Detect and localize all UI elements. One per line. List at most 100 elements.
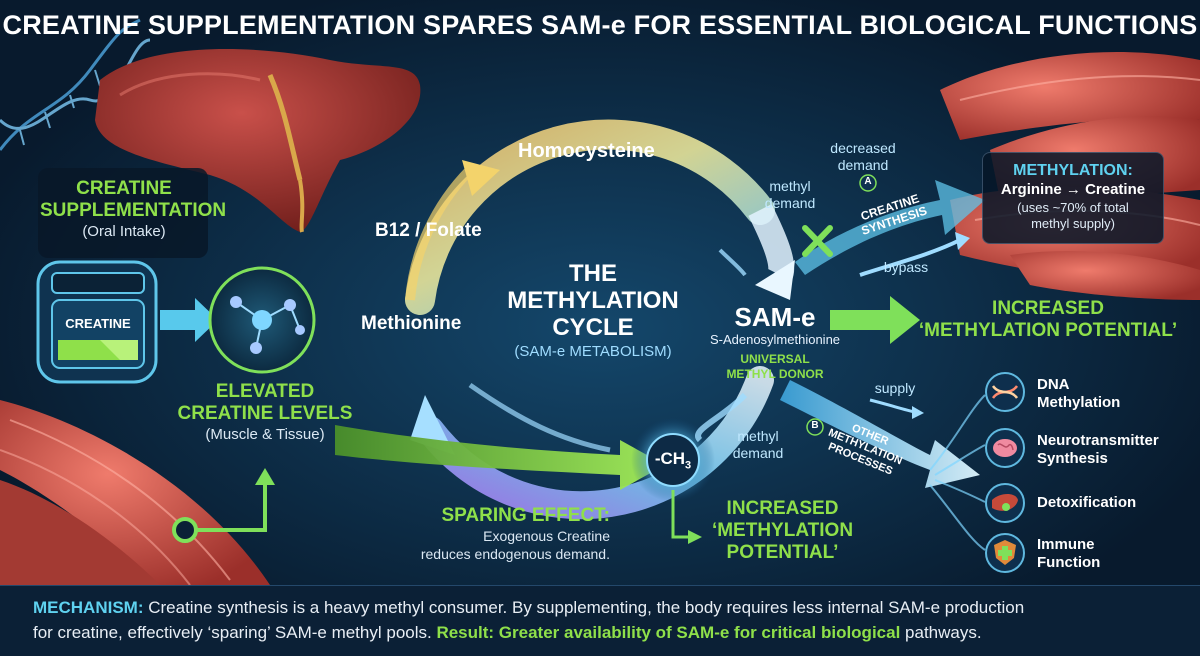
increased-bottom-line3: POTENTIAL’ bbox=[726, 542, 839, 563]
function-dna-line1: DNA bbox=[1037, 376, 1070, 393]
supplement-heading: CREATINE SUPPLEMENTATION (Oral Intake) bbox=[40, 178, 227, 242]
muscle-fibers-bottom-left bbox=[0, 400, 270, 586]
methylation-box: METHYLATION: Arginine → Creatine (uses ~… bbox=[982, 152, 1164, 244]
sparing-green-arrow bbox=[335, 425, 665, 490]
sparing-line2: reduces endogenous demand. bbox=[420, 546, 610, 562]
reaction-to: Creatine bbox=[1085, 181, 1146, 198]
methylation-heading: METHYLATION: bbox=[1013, 162, 1133, 179]
methylation-note-line2: methyl supply) bbox=[1031, 216, 1115, 231]
function-neurotransmitter: Neurotransmitter Synthesis bbox=[1037, 432, 1159, 468]
function-immune-line2: Function bbox=[1037, 554, 1101, 571]
sparing-effect: SPARING EFFECT: Exogenous Creatine reduc… bbox=[360, 505, 610, 563]
ch3-label: -CH3 bbox=[650, 449, 696, 471]
sparing-line1: Exogenous Creatine bbox=[483, 528, 610, 544]
sparing-heading: SPARING EFFECT: bbox=[441, 505, 610, 526]
decreased-demand-label: decreased demand bbox=[818, 140, 908, 174]
supplement-sub: (Oral Intake) bbox=[82, 223, 166, 240]
decreased-demand-line2: demand bbox=[837, 157, 889, 173]
supplement-heading-line1: CREATINE bbox=[76, 178, 172, 199]
brain-icon bbox=[993, 439, 1017, 457]
ch3-circle bbox=[646, 433, 700, 487]
same-block: SAM-e S-Adenosylmethionine UNIVERSAL MET… bbox=[700, 302, 850, 382]
marker-a-label: A bbox=[864, 176, 872, 187]
methylation-reaction: Arginine → Creatine bbox=[983, 180, 1163, 200]
methionine-label: Methionine bbox=[361, 313, 462, 334]
increased-right-line1: INCREASED bbox=[992, 298, 1104, 319]
dna-icon bbox=[991, 385, 1019, 399]
function-neuro-line1: Neurotransmitter bbox=[1037, 432, 1159, 449]
mechanism-text2: for creatine, effectively ‘sparing’ SAM-… bbox=[33, 623, 437, 642]
function-detox-line1: Detoxification bbox=[1037, 494, 1137, 511]
increased-bottom-line2: ‘METHYLATION bbox=[711, 520, 854, 541]
reaction-from: Arginine bbox=[1000, 181, 1062, 198]
mechanism-line2: for creatine, effectively ‘sparing’ SAM-… bbox=[33, 623, 982, 643]
elevated-levels: ELEVATED CREATINE LEVELS (Muscle & Tissu… bbox=[155, 381, 375, 445]
cycle-title-line3: CYCLE bbox=[552, 314, 634, 341]
increased-bottom-line1: INCREASED bbox=[726, 498, 839, 519]
function-detox: Detoxification bbox=[1037, 494, 1136, 512]
page-title: CREATINE SUPPLEMENTATION SPARES SAM-e FO… bbox=[2, 10, 1198, 40]
methyl-demand-top-line1: methyl bbox=[769, 178, 811, 194]
ch3-to-potential-arrow bbox=[671, 490, 690, 539]
methyl-demand-top-label: methyl demand bbox=[750, 178, 830, 212]
universal-line1: UNIVERSAL bbox=[740, 352, 810, 366]
ch3-text: -CH bbox=[654, 449, 686, 468]
same-full-label: S-Adenosylmethionine bbox=[709, 332, 841, 347]
increased-potential-bottom: INCREASED ‘METHYLATION POTENTIAL’ bbox=[700, 498, 865, 564]
jar-label: CREATINE bbox=[65, 316, 131, 331]
methyl-demand-bottom-line1: methyl bbox=[737, 428, 779, 444]
reaction-arrow-icon: → bbox=[1065, 181, 1081, 198]
methylation-cycle-ring bbox=[405, 119, 795, 520]
result-tail: pathways. bbox=[900, 623, 982, 642]
marker-b-label: B bbox=[811, 420, 819, 431]
marker-b-circle bbox=[806, 418, 824, 436]
mechanism-bar: MECHANISM: Creatine synthesis is a heavy… bbox=[0, 585, 1200, 656]
elevated-line1: ELEVATED bbox=[215, 381, 315, 402]
feedback-arrow bbox=[172, 468, 275, 543]
function-neuro-line2: Synthesis bbox=[1037, 450, 1108, 467]
elevated-sub: (Muscle & Tissue) bbox=[205, 426, 325, 443]
methyl-demand-bottom-label: methyl demand bbox=[718, 428, 798, 462]
shield-icon bbox=[994, 540, 1016, 565]
cycle-title-line1: THE bbox=[569, 260, 617, 287]
intake-arrow bbox=[160, 298, 218, 342]
methyl-demand-top-line2: demand bbox=[764, 195, 816, 211]
creatine-synthesis-arrow bbox=[795, 180, 985, 275]
other-processes-arrow bbox=[780, 380, 980, 488]
function-dna: DNA Methylation bbox=[1037, 376, 1120, 412]
potential-right-arrow bbox=[830, 296, 920, 344]
mechanism-label: MECHANISM: bbox=[33, 598, 144, 617]
methylation-note-line1: (uses ~70% of total bbox=[1017, 200, 1129, 215]
ch3-subscript: 3 bbox=[685, 459, 692, 472]
same-label: SAM-e bbox=[734, 302, 816, 332]
dna-helix-decoration bbox=[0, 18, 151, 151]
methyl-demand-bottom-line2: demand bbox=[732, 445, 784, 461]
homocysteine-label: Homocysteine bbox=[518, 140, 655, 162]
elevated-line2: CREATINE LEVELS bbox=[177, 403, 353, 424]
liver-icon bbox=[992, 494, 1018, 511]
creatine-jar-icon bbox=[36, 260, 158, 384]
result-text: Greater availability of SAM-e for critic… bbox=[494, 623, 901, 642]
supplement-panel bbox=[38, 168, 208, 258]
cycle-sub: (SAM-e METABOLISM) bbox=[514, 343, 672, 360]
function-dna-line2: Methylation bbox=[1037, 394, 1121, 411]
marker-a-circle bbox=[859, 174, 877, 192]
cycle-title: THE METHYLATION CYCLE (SAM-e METABOLISM) bbox=[488, 260, 698, 363]
result-label: Result: bbox=[436, 623, 495, 642]
function-immune: Immune Function bbox=[1037, 536, 1100, 572]
supply-label: supply bbox=[874, 380, 916, 396]
mechanism-line1: MECHANISM: Creatine synthesis is a heavy… bbox=[33, 598, 1024, 618]
molecule-icon bbox=[230, 296, 305, 354]
bypass-label: bypass bbox=[883, 259, 929, 275]
liver-illustration bbox=[95, 48, 421, 233]
blocked-x-mark bbox=[802, 225, 833, 257]
universal-line2: METHYL DONOR bbox=[726, 367, 824, 381]
supplement-heading-line2: SUPPLEMENTATION bbox=[40, 200, 227, 221]
mechanism-text1: Creatine synthesis is a heavy methyl con… bbox=[143, 598, 1025, 617]
decreased-demand-line1: decreased bbox=[830, 140, 896, 156]
increased-right-line2: ‘METHYLATION POTENTIAL’ bbox=[918, 320, 1178, 341]
increased-potential-right: INCREASED ‘METHYLATION POTENTIAL’ bbox=[918, 298, 1178, 342]
cycle-title-line2: METHYLATION bbox=[507, 287, 679, 314]
